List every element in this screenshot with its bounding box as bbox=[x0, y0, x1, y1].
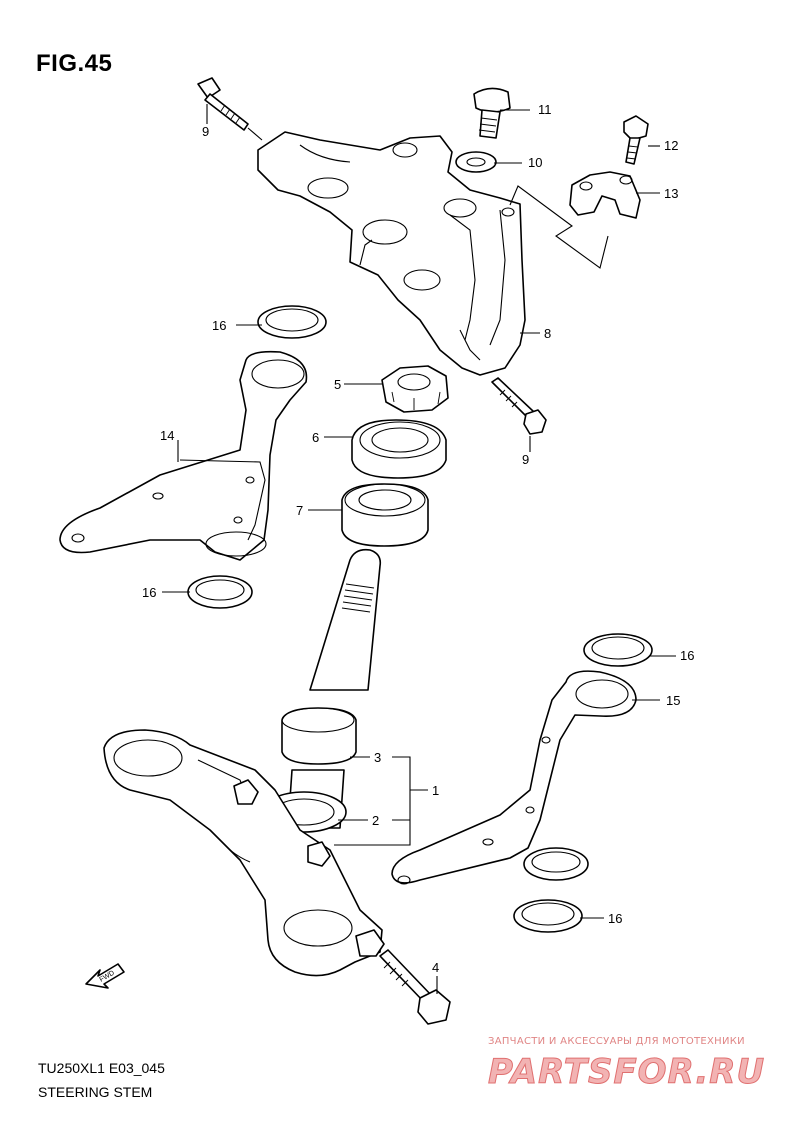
callout-16-a: 16 bbox=[212, 318, 226, 333]
callout-4: 4 bbox=[432, 960, 439, 975]
ring-16-upper-left bbox=[257, 305, 327, 339]
callout-2: 2 bbox=[372, 813, 379, 828]
leader-lines bbox=[162, 104, 676, 994]
ring-16-upper-right bbox=[583, 633, 653, 667]
washer-10 bbox=[455, 151, 497, 173]
callout-15: 15 bbox=[666, 693, 680, 708]
callout-10: 10 bbox=[528, 155, 542, 170]
bolt-9-top bbox=[197, 77, 263, 141]
model-code: TU250XL1 E03_045 bbox=[38, 1060, 165, 1076]
callout-16-d: 16 bbox=[608, 911, 622, 926]
ring-16-lower-left bbox=[187, 575, 253, 609]
figure-title: FIG.45 bbox=[36, 50, 113, 77]
lower-bracket bbox=[103, 729, 385, 977]
reference-line bbox=[509, 185, 609, 269]
watermark-logo: PARTSFOR.RU bbox=[487, 1052, 766, 1093]
ring-16-lower-right bbox=[513, 899, 583, 933]
forward-arrow-icon: FWD bbox=[85, 963, 125, 989]
left-light-bracket-14 bbox=[59, 350, 308, 561]
callout-9-top: 9 bbox=[202, 124, 209, 139]
callout-6: 6 bbox=[312, 430, 319, 445]
right-light-bracket-15 bbox=[391, 670, 637, 885]
bolt-12 bbox=[623, 115, 649, 165]
callout-8: 8 bbox=[544, 326, 551, 341]
ring-lower-left-inner bbox=[205, 531, 267, 557]
callout-5: 5 bbox=[334, 377, 341, 392]
callout-13: 13 bbox=[664, 186, 678, 201]
callout-1: 1 bbox=[432, 783, 439, 798]
callout-3: 3 bbox=[374, 750, 381, 765]
callout-7: 7 bbox=[296, 503, 303, 518]
ring-right-mid bbox=[523, 847, 589, 881]
upper-bracket bbox=[257, 131, 526, 376]
bolt-4 bbox=[379, 949, 451, 1025]
clamp-13 bbox=[569, 171, 641, 219]
callout-11: 11 bbox=[538, 102, 552, 117]
callout-9-bottom: 9 bbox=[522, 452, 529, 467]
watermark-text: ЗАПЧАСТИ И АКСЕССУАРЫ ДЛЯ МОТОТЕХНИКИ bbox=[488, 1036, 745, 1047]
callout-14: 14 bbox=[160, 428, 174, 443]
callout-12: 12 bbox=[664, 138, 678, 153]
diagram-caption: STEERING STEM bbox=[38, 1084, 153, 1100]
steering-stem bbox=[281, 548, 382, 829]
nut-5 bbox=[381, 365, 449, 413]
callout-16-c: 16 bbox=[680, 648, 694, 663]
callout-16-b: 16 bbox=[142, 585, 156, 600]
callout-labels: 9 11 10 12 13 8 16 5 6 9 14 7 16 16 15 3… bbox=[142, 102, 694, 975]
bearing-7 bbox=[341, 483, 429, 547]
seal-6 bbox=[351, 419, 447, 479]
bolt-11 bbox=[473, 87, 511, 139]
bolt-9-bottom bbox=[491, 377, 547, 435]
